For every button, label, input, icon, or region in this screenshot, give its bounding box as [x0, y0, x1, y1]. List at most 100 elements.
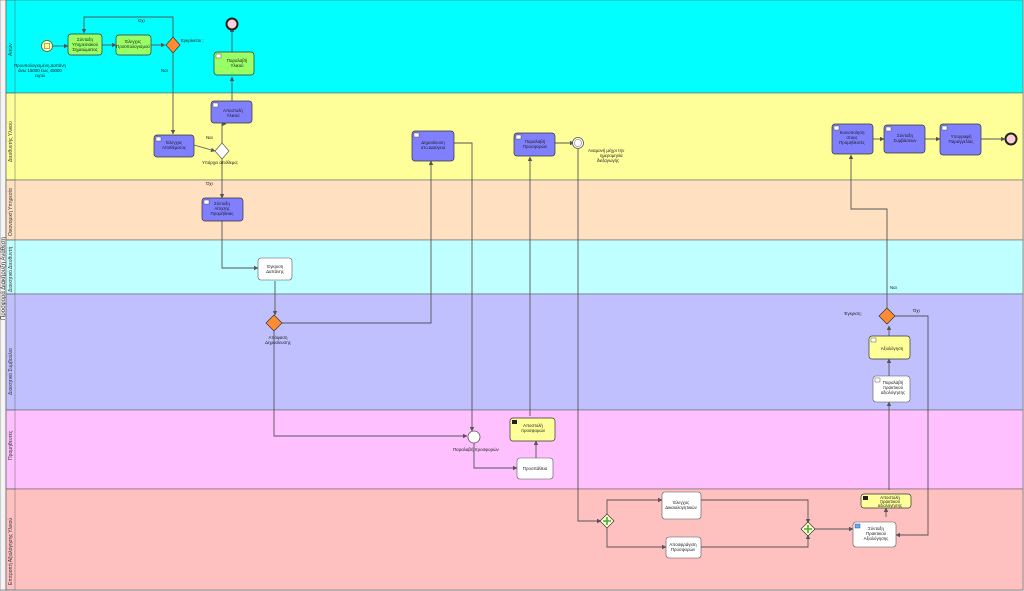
lane-label-1: Αιτών	[7, 43, 14, 56]
task-paralavi-ylikou[interactable]: Παραλαβή Υλικού	[213, 51, 255, 76]
task-label: Παραλαβή	[227, 58, 248, 63]
task-label: αξιολόγησης	[881, 390, 905, 395]
flow-label-yes: Όχι	[137, 18, 145, 23]
task-label: Αίτησης	[214, 206, 229, 211]
task-paralavi-prosforon[interactable]: Παραλαβή Προσφορών	[513, 132, 556, 157]
task-label: Προμηθευτές	[839, 140, 865, 145]
task-label: Σύνταξη	[897, 133, 913, 138]
plus-icon	[603, 517, 611, 525]
task-label: Δημοσίευση	[421, 140, 445, 145]
task-koinopoiisi-promitheutes[interactable]: Κοινοποίηση στους Προμηθευτές	[831, 123, 874, 155]
flow-label-yes: Όχι	[912, 308, 920, 313]
task-elegxos-proypologismou[interactable]: Έλεγχος Προϋπολογισμού	[115, 34, 152, 56]
flow-label-no: Ναι	[890, 285, 897, 290]
gateway-label: Έγκριση;	[843, 311, 862, 316]
pool-label: Προσφορά Διακήρυξη Ανάθεση	[0, 237, 7, 320]
task-label: Έλεγχος	[165, 140, 183, 145]
send-task-icon	[863, 496, 868, 500]
message-event[interactable]	[467, 430, 481, 444]
task-label: Δαπάνης	[266, 269, 284, 274]
task-apostoli-prosforon[interactable]: Αποστολή προσφορών	[509, 417, 556, 442]
task-axiologisi[interactable]: Αξιολόγηση	[868, 335, 911, 360]
gateway-egkrinetai[interactable]	[165, 36, 181, 54]
gateway-egkrisi[interactable]	[878, 307, 896, 325]
task-aposfragisi-prosforon[interactable]: Αποσφράγιση Προσφορών	[665, 536, 702, 559]
start-condition-line: ευρώ	[35, 73, 46, 78]
task-syntaxi-ypiresiakou[interactable]: Σύνταξη Υπηρεσιακού Σημειώματος	[67, 33, 103, 56]
manual-task-icon	[215, 53, 222, 59]
task-label: πρακτικού	[880, 499, 901, 504]
gateway-parallel-split[interactable]	[599, 513, 615, 529]
user-task-icon	[203, 199, 210, 205]
gateway-apothema[interactable]	[214, 142, 230, 160]
start-event[interactable]	[41, 40, 53, 52]
clock-icon	[574, 139, 582, 147]
task-label: Παραλαβή	[525, 139, 546, 144]
task-label: Αξιολόγηση	[881, 346, 904, 351]
manual-task-icon	[212, 102, 219, 108]
task-label: Προσφορών	[523, 144, 548, 149]
task-label: Προσπάθεια	[523, 466, 548, 471]
lane-label-4: Διοικητικό Διευθυντή	[7, 247, 14, 292]
task-label: Αποστολή	[223, 108, 243, 113]
task-elegxos-apothematos[interactable]: Έλεγχος Αποθέματος	[153, 134, 195, 158]
start-condition-line: Προυπολογισμένη Δαπάνη	[14, 63, 67, 68]
task-label: Έλεγχος	[124, 39, 142, 44]
gateway-label: Υπάρχει απόθεμα;	[202, 160, 238, 165]
task-syntaxi-symvaseon[interactable]: Σύνταξη Συμβάσεων	[883, 124, 926, 154]
task-label: Υπηρεσιακού	[72, 42, 99, 47]
end-event-top[interactable]	[225, 17, 239, 31]
lane-5: Διοικητικό Συμβούλιο	[5, 293, 1024, 411]
task-apostoli-praktikou[interactable]: Αποστολή πρακτικού αξιολόγησης	[860, 493, 912, 509]
task-label: Έγκριση	[266, 264, 284, 269]
lane-label-5: Διοικητικό Συμβούλιο	[7, 348, 14, 395]
task-label: Υπογραφή	[951, 134, 972, 139]
task-label: Παραγγελίας	[949, 139, 974, 144]
task-label: Υλικού	[230, 63, 244, 68]
task-label: Δικαιολογητικών	[665, 505, 697, 510]
gateway-parallel-join[interactable]	[800, 521, 816, 537]
end-event-right[interactable]	[1004, 132, 1018, 146]
task-syntaxi-praktikou[interactable]: Σύνταξη Πρακτικού Αξιολόγησης	[852, 521, 897, 548]
task-label: Σύνταξη	[214, 201, 230, 206]
sequence-flows	[53, 16, 1006, 550]
task-label: Προσφορών	[671, 547, 696, 552]
task-label: Αποστολή	[880, 495, 900, 500]
user-task-icon	[155, 136, 162, 142]
lane-1: Αιτών	[5, 0, 1024, 94]
task-dimosieusi-diavgeia[interactable]: Δημοσίευση στο Διαύγεια	[411, 130, 455, 162]
task-label: Έλεγχος	[672, 500, 690, 505]
task-label: Σύνταξη	[868, 526, 884, 531]
lane-3: Οικονομική Υπηρεσία	[5, 179, 1024, 241]
task-label: Αποσφράγιση	[669, 542, 697, 547]
user-task-icon	[854, 523, 861, 529]
task-paralavi-praktikou[interactable]: Παραλαβή πρακτικού αξιολόγησης	[872, 375, 911, 403]
task-ypografi-paraggelias[interactable]: Υπογραφή Παραγγελίας	[939, 123, 982, 156]
timer-event[interactable]	[572, 137, 584, 149]
task-prospatheia[interactable]: Προσπάθεια	[516, 457, 554, 480]
lane-label-2: Διευθυντής Υλικού	[7, 121, 14, 162]
timer-label: Αναμονή μέχρι την	[588, 148, 625, 153]
task-syntaxi-aitisis-promitheias[interactable]: Σύνταξη Αίτησης Προμήθειας	[201, 197, 244, 222]
user-task-icon	[941, 125, 948, 131]
task-label: Κοινοποίηση	[840, 130, 865, 135]
task-label: Παραλαβή	[883, 380, 904, 385]
task-label: Σημειώματος	[72, 47, 97, 52]
send-task-icon	[512, 420, 517, 424]
lane-label-7: Επιτροπή Αξιολόγησης Υλικού	[7, 518, 14, 585]
task-elegxos-dikaiologitikon[interactable]: Έλεγχος Δικαιολογητικών	[661, 491, 702, 520]
user-task-icon	[833, 125, 840, 131]
task-label: Αποθέματος	[162, 145, 186, 150]
user-task-icon	[885, 126, 892, 132]
task-label: Προϋπολογισμού	[116, 44, 150, 49]
task-egkrisi-dapanis[interactable]: Έγκριση Δαπάνης	[257, 257, 293, 281]
task-apostoli-ylikou[interactable]: Αποστολή Υλικού	[210, 100, 253, 124]
task-label: Προμήθειας	[210, 211, 233, 216]
gateway-label: Δημοσίευσης	[265, 340, 291, 345]
task-label: Αποστολή	[523, 423, 543, 428]
conditional-icon	[44, 43, 50, 49]
flow-label-yes: Όχι	[205, 181, 213, 186]
task-label: Υλικού	[226, 113, 240, 118]
gateway-label: Απόφαση	[269, 335, 288, 340]
gateway-apofasi[interactable]	[265, 314, 283, 332]
